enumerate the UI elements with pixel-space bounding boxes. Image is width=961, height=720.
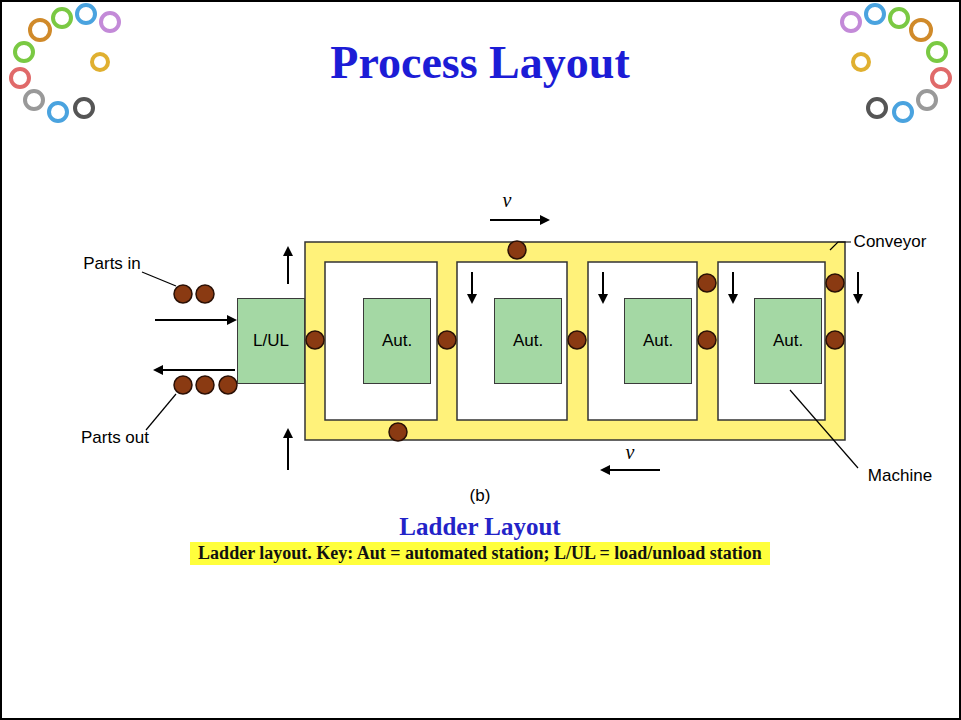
callout-label: Machine — [868, 466, 932, 486]
callout-label: Parts in — [83, 254, 141, 274]
velocity-symbol: v — [503, 189, 512, 212]
station-label: Aut. — [643, 331, 673, 351]
leader-line — [142, 242, 858, 468]
flow-arrow — [155, 220, 858, 470]
callout-label: Conveyor — [854, 232, 927, 252]
automated-station: Aut. — [494, 298, 562, 384]
station-label: Aut. — [773, 331, 803, 351]
automated-station: Aut. — [363, 298, 431, 384]
conveyor-loop — [305, 242, 845, 440]
figure-caption: Ladder layout. Key: Aut = automated stat… — [190, 542, 770, 565]
station-label: Aut. — [513, 331, 543, 351]
load-unload-station: L/UL — [237, 298, 305, 384]
figure-subtitle: Ladder Layout — [399, 513, 560, 541]
automated-station: Aut. — [754, 298, 822, 384]
station-label: Aut. — [382, 331, 412, 351]
station-label: L/UL — [253, 331, 289, 351]
velocity-symbol: v — [626, 441, 635, 464]
part-dot — [174, 241, 844, 441]
automated-station: Aut. — [624, 298, 692, 384]
gear-decoration — [11, 5, 950, 121]
callout-label: Parts out — [81, 428, 149, 448]
slide-title: Process Layout — [330, 36, 629, 89]
figure-tag: (b) — [470, 486, 491, 506]
